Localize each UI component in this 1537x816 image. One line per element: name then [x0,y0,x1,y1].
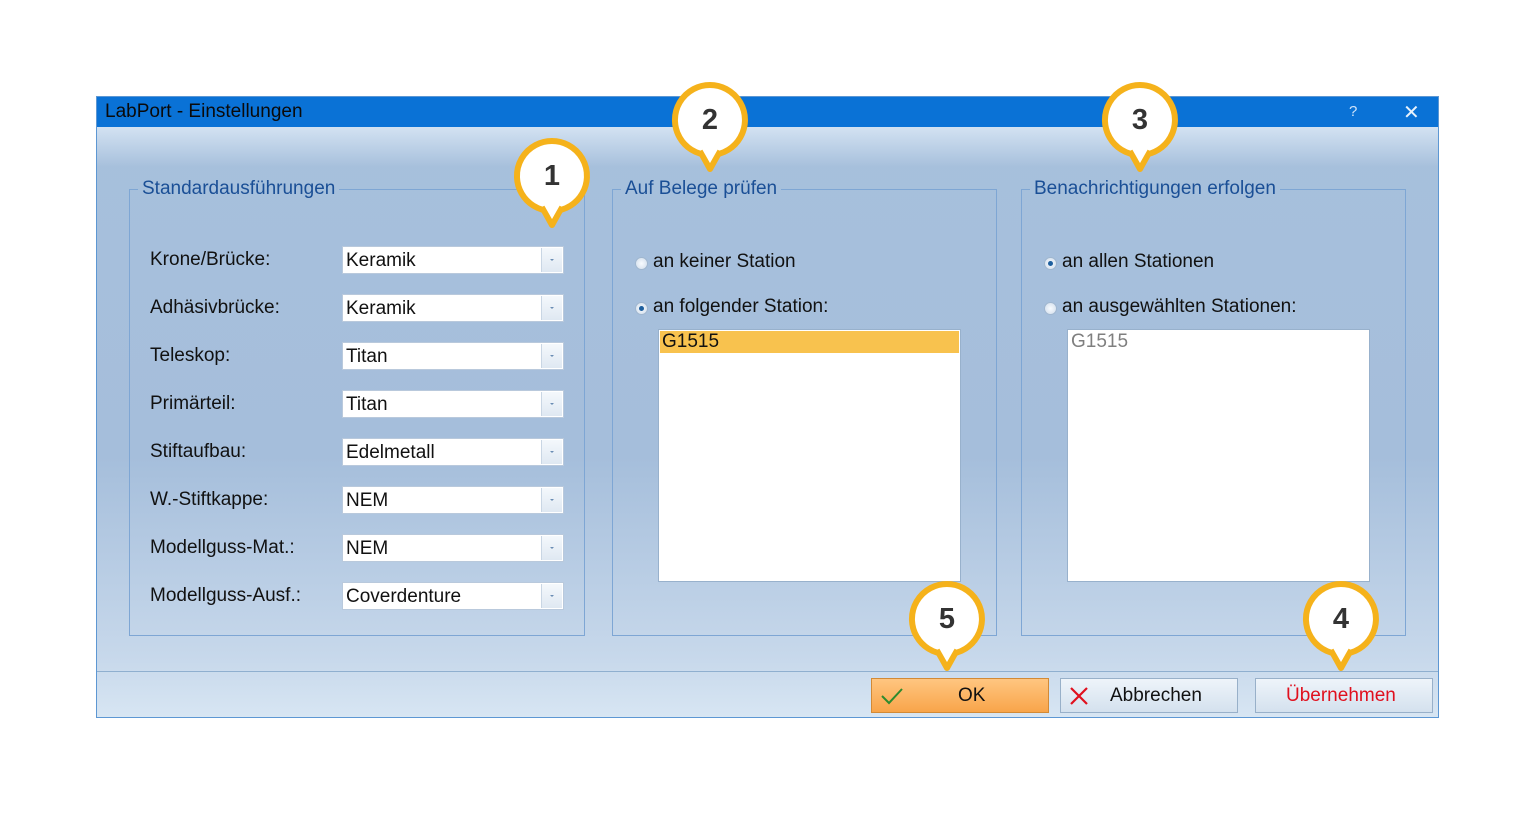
callout-number: 2 [701,104,719,136]
callout-number: 1 [543,160,561,192]
chevron-down-icon[interactable] [541,440,562,464]
callout-number: 3 [1131,104,1149,136]
group-legend-belege: Auf Belege prüfen [625,178,778,199]
chevron-down-icon[interactable] [541,488,562,512]
combo-value: Coverdenture [346,586,462,607]
radio-allen-stationen[interactable] [1044,257,1057,270]
callout-number: 5 [938,603,956,635]
close-icon[interactable]: ✕ [1403,102,1420,124]
apply-button-label: Übernehmen [1286,685,1396,706]
combo-value: NEM [346,490,389,511]
window-title: LabPort - Einstellungen [105,101,303,122]
label-teleskop: Teleskop: [150,345,231,366]
title-bar[interactable]: LabPort - Einstellungen ? ✕ [97,97,1438,127]
group-legend-standard: Standardausführungen [142,178,336,199]
combo-value: NEM [346,538,389,559]
list-item[interactable]: G1515 [660,331,959,353]
list-item: G1515 [1071,331,1129,352]
help-icon[interactable]: ? [1349,103,1358,120]
chevron-down-icon[interactable] [541,584,562,608]
combo-value: Titan [346,394,388,415]
cancel-button[interactable]: Abbrechen [1060,678,1238,713]
radio-label-allen-stationen[interactable]: an allen Stationen [1062,251,1215,272]
group-belege-pruefen: Auf Belege prüfen an keiner Station an f… [612,178,997,636]
footer-separator [97,671,1438,672]
label-modellguss-mat: Modellguss-Mat.: [150,537,295,558]
combo-value: Keramik [346,298,416,319]
chevron-down-icon[interactable] [541,392,562,416]
cross-icon [1070,687,1088,705]
label-adhaesivbruecke: Adhäsivbrücke: [150,297,280,318]
chevron-down-icon[interactable] [541,248,562,272]
callout-marker-4: 4 [1302,580,1380,676]
combo-primaerteil[interactable]: Titan [342,390,564,418]
callout-number: 4 [1332,603,1350,635]
label-stiftaufbau: Stiftaufbau: [150,441,247,462]
radio-label-keiner-station[interactable]: an keiner Station [653,251,796,272]
callout-marker-1: 1 [513,137,591,233]
dialog-background [97,127,1438,167]
radio-label-ausgewaehlten-stationen[interactable]: an ausgewählten Stationen: [1062,296,1297,317]
combo-value: Keramik [346,250,416,271]
chevron-down-icon[interactable] [541,296,562,320]
station-list-belege[interactable]: G1515 [658,329,961,582]
combo-adhaesivbruecke[interactable]: Keramik [342,294,564,322]
group-benachrichtigungen: Benachrichtigungen erfolgen an allen Sta… [1021,178,1406,636]
callout-marker-2: 2 [671,81,749,177]
checkmark-icon [881,688,903,705]
cancel-button-label: Abbrechen [1110,685,1202,706]
radio-folgender-station[interactable] [635,302,648,315]
group-legend-benachrichtigung: Benachrichtigungen erfolgen [1034,178,1276,199]
settings-dialog: LabPort - Einstellungen ? ✕ Standardausf… [96,96,1439,718]
combo-value: Edelmetall [346,442,435,463]
combo-teleskop[interactable]: Titan [342,342,564,370]
label-modellguss-ausf: Modellguss-Ausf.: [150,585,302,606]
station-list-benachrichtigung: G1515 [1067,329,1370,582]
label-krone-bruecke: Krone/Brücke: [150,249,271,270]
ok-button-label: OK [958,685,986,706]
radio-label-folgender-station[interactable]: an folgender Station: [653,296,829,317]
label-w-stiftkappe: W.-Stiftkappe: [150,489,269,510]
combo-modellguss-ausf[interactable]: Coverdenture [342,582,564,610]
radio-keiner-station[interactable] [635,257,648,270]
label-primaerteil: Primärteil: [150,393,236,414]
group-standardausfuehrungen: Standardausführungen Krone/Brücke: Keram… [129,178,585,636]
combo-stiftaufbau[interactable]: Edelmetall [342,438,564,466]
combo-krone-bruecke[interactable]: Keramik [342,246,564,274]
combo-value: Titan [346,346,388,367]
combo-w-stiftkappe[interactable]: NEM [342,486,564,514]
callout-marker-5: 5 [908,580,986,676]
combo-modellguss-mat[interactable]: NEM [342,534,564,562]
chevron-down-icon[interactable] [541,344,562,368]
chevron-down-icon[interactable] [541,536,562,560]
apply-button[interactable]: Übernehmen [1255,678,1433,713]
radio-ausgewaehlten-stationen[interactable] [1044,302,1057,315]
ok-button[interactable]: OK [871,678,1049,713]
callout-marker-3: 3 [1101,81,1179,177]
